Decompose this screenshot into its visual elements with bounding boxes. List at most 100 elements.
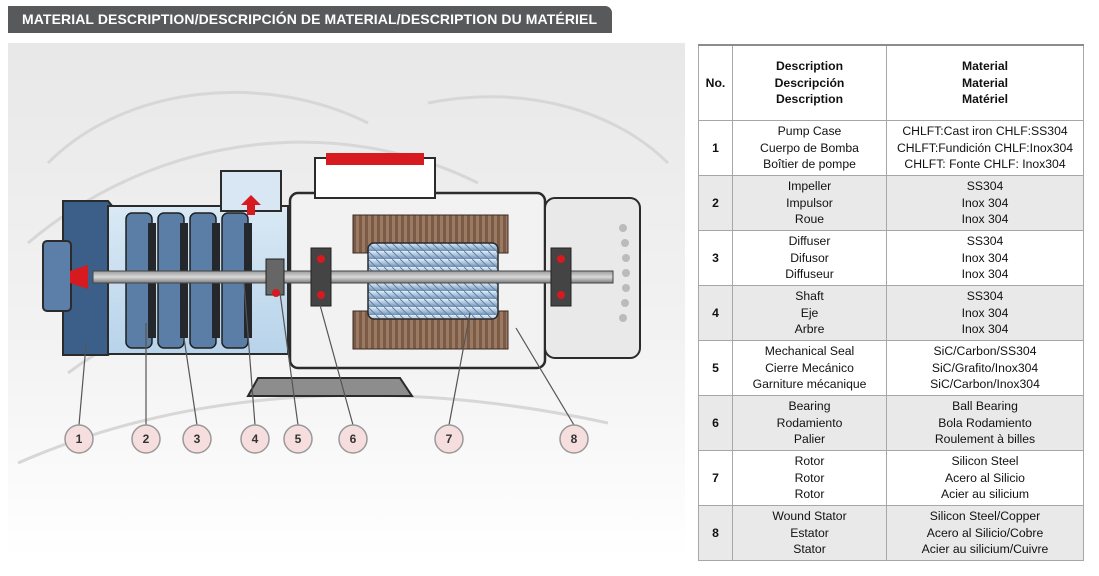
callout-4: 4 bbox=[240, 424, 270, 454]
outlet-port bbox=[220, 170, 282, 215]
svg-text:5: 5 bbox=[295, 432, 302, 446]
material-fr: Inox 304 bbox=[961, 212, 1009, 227]
header-description: Description Descripción Description bbox=[732, 44, 887, 121]
material-es: Inox 304 bbox=[961, 305, 1009, 320]
section-header: MATERIAL DESCRIPTION/DESCRIPCIÓN DE MATE… bbox=[8, 6, 612, 33]
material-fr: Roulement à billes bbox=[934, 432, 1036, 447]
row-number: 5 bbox=[698, 340, 733, 396]
table-row: 6 Bearing Rodamiento Palier Ball Bearing… bbox=[698, 395, 1084, 451]
description-es: Rodamiento bbox=[776, 415, 843, 430]
row-number: 2 bbox=[698, 175, 733, 231]
section-title: MATERIAL DESCRIPTION/DESCRIPCIÓN DE MATE… bbox=[22, 11, 598, 27]
material-en: Silicon Steel/Copper bbox=[929, 509, 1041, 524]
description-fr: Arbre bbox=[794, 322, 825, 337]
material-en: SiC/Carbon/SS304 bbox=[933, 344, 1037, 359]
pump-cutaway-illustration: 1 2 3 4 5 6 7 8 bbox=[8, 43, 685, 560]
description-fr: Diffuseur bbox=[785, 267, 834, 282]
description-en: Rotor bbox=[794, 454, 825, 469]
material-en: SS304 bbox=[966, 234, 1004, 249]
header-material-es: Material bbox=[961, 75, 1009, 90]
description-en: Impeller bbox=[787, 179, 832, 194]
table-row: 5 Mechanical Seal Cierre Mecánico Garnit… bbox=[698, 340, 1084, 396]
svg-text:2: 2 bbox=[143, 432, 150, 446]
header-description-en: Description bbox=[775, 59, 844, 74]
fan-cover-vents bbox=[619, 224, 630, 322]
header-material-fr: Matériel bbox=[961, 92, 1009, 107]
description-en: Bearing bbox=[788, 399, 831, 414]
table-row: 3 Diffuser Difusor Diffuseur SS304 Inox … bbox=[698, 230, 1084, 286]
description-en: Diffuser bbox=[788, 234, 831, 249]
row-number: 3 bbox=[698, 230, 733, 286]
material-fr: CHLFT: Fonte CHLF: Inox304 bbox=[904, 157, 1066, 172]
terminal-box-lid bbox=[326, 153, 424, 165]
material-fr: Inox 304 bbox=[961, 322, 1009, 337]
description-es: Rotor bbox=[794, 470, 825, 485]
row-number: 1 bbox=[698, 120, 733, 176]
material-table: No. Description Descripción Description … bbox=[698, 44, 1084, 561]
header-description-fr: Description bbox=[775, 92, 844, 107]
description-es: Cuerpo de Bomba bbox=[760, 140, 859, 155]
description-fr: Rotor bbox=[794, 487, 825, 502]
material-en: SS304 bbox=[966, 289, 1004, 304]
callout-6: 6 bbox=[338, 424, 368, 454]
table-row: 1 Pump Case Cuerpo de Bomba Boîtier de p… bbox=[698, 120, 1084, 176]
material-fr: Acier au silicium/Cuivre bbox=[921, 542, 1049, 557]
svg-text:6: 6 bbox=[350, 432, 357, 446]
material-es: CHLFT:Fundición CHLF:Inox304 bbox=[896, 140, 1074, 155]
material-fr: Acier au silicium bbox=[940, 487, 1030, 502]
table-row: 7 Rotor Rotor Rotor Silicon Steel Acero … bbox=[698, 450, 1084, 506]
description-es: Difusor bbox=[790, 250, 829, 265]
material-fr: SiC/Carbon/Inox304 bbox=[930, 377, 1040, 392]
description-fr: Palier bbox=[793, 432, 826, 447]
description-en: Pump Case bbox=[777, 124, 842, 139]
row-description: Bearing Rodamiento Palier bbox=[732, 395, 887, 451]
header-material: Material Material Matériel bbox=[886, 44, 1084, 121]
row-material: SS304 Inox 304 Inox 304 bbox=[886, 175, 1084, 231]
material-en: CHLFT:Cast iron CHLF:SS304 bbox=[902, 124, 1068, 139]
description-es: Eje bbox=[800, 305, 819, 320]
row-number: 6 bbox=[698, 395, 733, 451]
description-es: Impulsor bbox=[786, 195, 833, 210]
row-material: Ball Bearing Bola Rodamiento Roulement à… bbox=[886, 395, 1084, 451]
shaft bbox=[92, 270, 614, 284]
callout-8: 8 bbox=[559, 424, 589, 454]
row-number: 8 bbox=[698, 505, 733, 561]
outlet-arrow-icon bbox=[241, 195, 261, 215]
header-material-en: Material bbox=[961, 59, 1009, 74]
material-en: SS304 bbox=[966, 179, 1004, 194]
row-description: Shaft Eje Arbre bbox=[732, 285, 887, 341]
description-en: Shaft bbox=[795, 289, 824, 304]
header-no: No. bbox=[698, 44, 733, 121]
description-fr: Garniture mécanique bbox=[752, 377, 867, 392]
row-material: SiC/Carbon/SS304 SiC/Grafito/Inox304 SiC… bbox=[886, 340, 1084, 396]
material-en: Silicon Steel bbox=[951, 454, 1019, 469]
row-material: Silicon Steel/Copper Acero al Silicio/Co… bbox=[886, 505, 1084, 561]
callout-3: 3 bbox=[182, 424, 212, 454]
row-number: 4 bbox=[698, 285, 733, 341]
description-fr: Stator bbox=[793, 542, 826, 557]
row-number: 7 bbox=[698, 450, 733, 506]
row-material: SS304 Inox 304 Inox 304 bbox=[886, 285, 1084, 341]
row-description: Rotor Rotor Rotor bbox=[732, 450, 887, 506]
row-description: Wound Stator Estator Stator bbox=[732, 505, 887, 561]
row-description: Impeller Impulsor Roue bbox=[732, 175, 887, 231]
mechanical-seal bbox=[265, 258, 285, 297]
motor-base bbox=[246, 377, 414, 397]
svg-text:1: 1 bbox=[76, 432, 83, 446]
callout-7: 7 bbox=[434, 424, 464, 454]
inlet-arrow-icon bbox=[70, 265, 88, 289]
pump-cutaway-diagram: 1 2 3 4 5 6 7 8 bbox=[8, 43, 685, 560]
row-description: Diffuser Difusor Diffuseur bbox=[732, 230, 887, 286]
svg-text:3: 3 bbox=[194, 432, 201, 446]
description-en: Wound Stator bbox=[772, 509, 847, 524]
material-es: SiC/Grafito/Inox304 bbox=[931, 360, 1039, 375]
svg-text:8: 8 bbox=[571, 432, 578, 446]
row-material: CHLFT:Cast iron CHLF:SS304 CHLFT:Fundici… bbox=[886, 120, 1084, 176]
material-es: Acero al Silicio bbox=[945, 470, 1025, 485]
leader-lines bbox=[78, 282, 575, 426]
row-material: Silicon Steel Acero al Silicio Acier au … bbox=[886, 450, 1084, 506]
callout-5: 5 bbox=[283, 424, 313, 454]
table-row: 4 Shaft Eje Arbre SS304 Inox 304 Inox 30… bbox=[698, 285, 1084, 341]
callout-1: 1 bbox=[64, 424, 94, 454]
svg-text:7: 7 bbox=[446, 432, 453, 446]
